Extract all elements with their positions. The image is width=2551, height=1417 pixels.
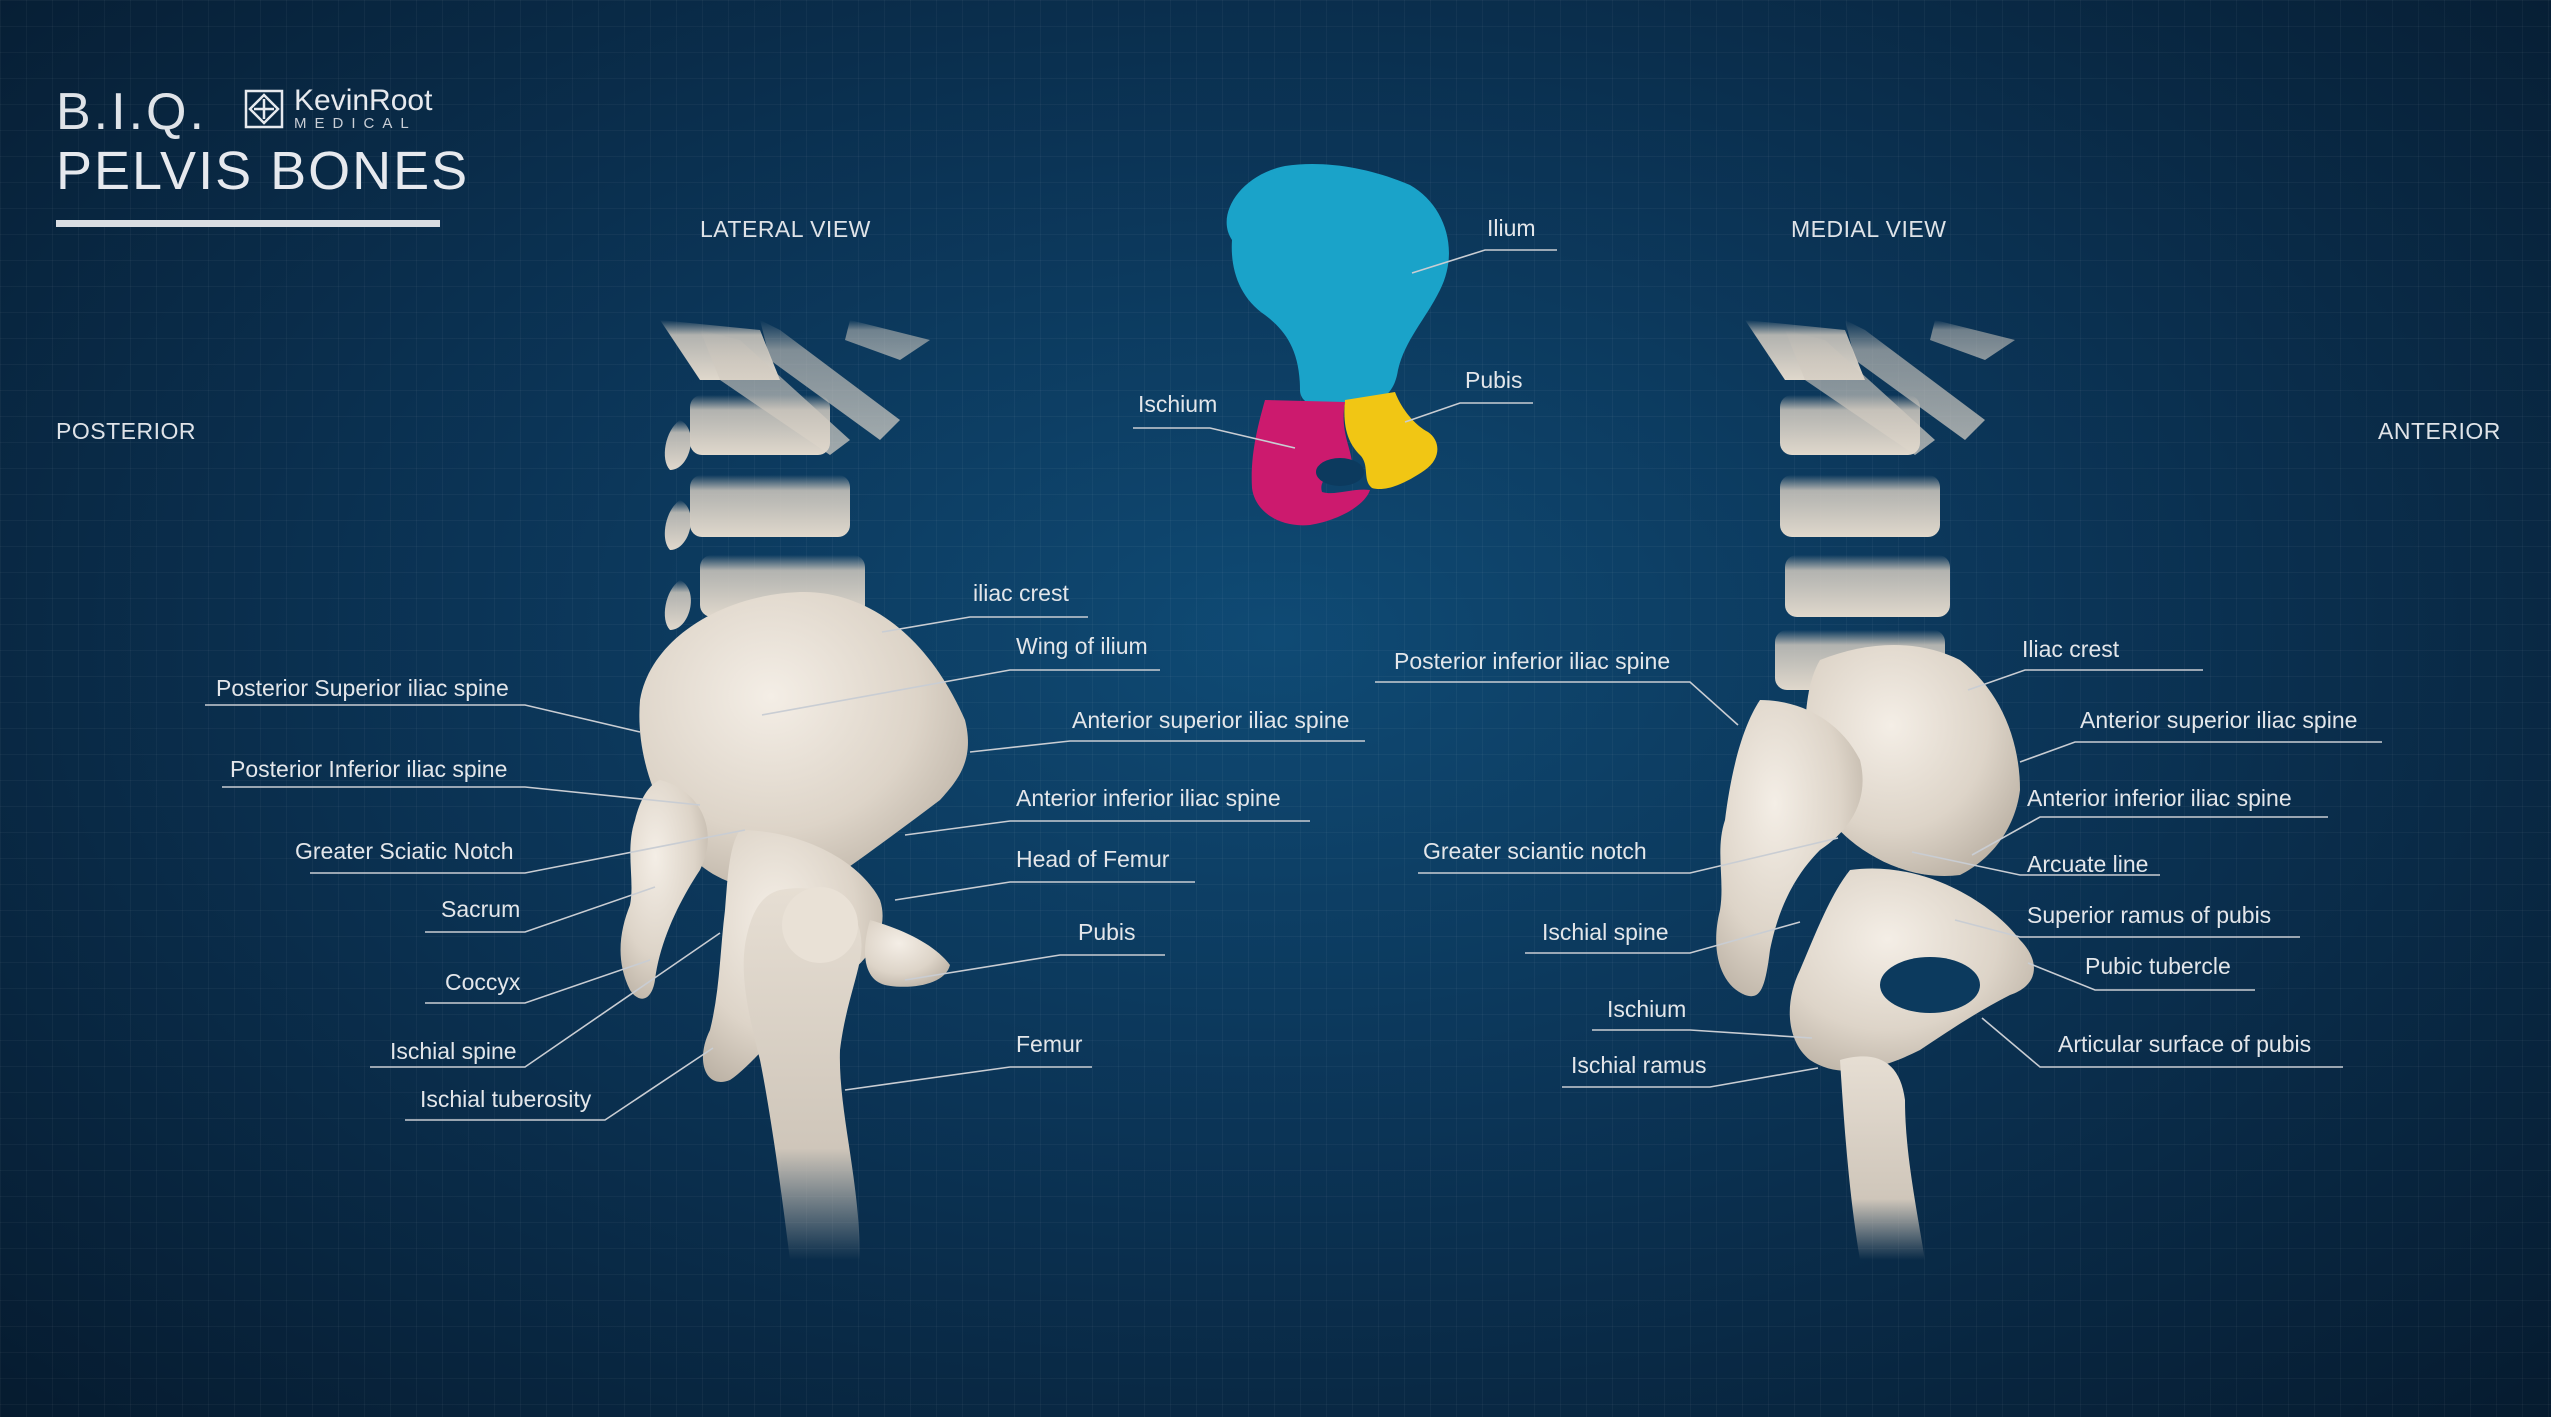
label-medial-ischial-ramus: Ischial ramus — [1571, 1052, 1707, 1078]
label-lateral-head-of-femur: Head of Femur — [1016, 846, 1170, 872]
label-lateral-asis: Anterior superior iliac spine — [1072, 707, 1350, 733]
brand-sub: MEDICAL — [294, 115, 417, 132]
label-medial-articular-surface-of-pubis: Articular surface of pubis — [2058, 1031, 2312, 1057]
lateral-sacrum — [620, 780, 708, 999]
label-medial-piis: Posterior inferior iliac spine — [1394, 648, 1671, 674]
label-lateral-coccyx: Coccyx — [445, 969, 521, 995]
brand-name: KevinRoot — [294, 84, 433, 117]
label-ilium: Ilium — [1487, 215, 1536, 241]
label-medial-iliac-crest: Iliac crest — [2022, 636, 2120, 662]
lateral-skeleton — [620, 320, 968, 1260]
lateral-femur — [743, 888, 862, 1260]
ischium-region — [1251, 400, 1370, 526]
brand: KevinRoot MEDICAL — [244, 86, 432, 132]
title-underline — [56, 220, 440, 227]
label-medial-pubic-tubercle: Pubic tubercle — [2085, 953, 2231, 979]
label-medial-aiis: Anterior inferior iliac spine — [2027, 785, 2292, 811]
medial-view-label: MEDIAL VIEW — [1791, 216, 1947, 242]
lateral-femur-head — [782, 887, 858, 963]
label-lateral-femur: Femur — [1016, 1031, 1083, 1057]
medial-sacrum — [1716, 700, 1863, 997]
posterior-label: POSTERIOR — [56, 418, 196, 444]
medial-skeleton — [1716, 320, 2034, 1260]
label-ischium-part: Ischium — [1138, 391, 1218, 417]
label-lateral-ischial-spine: Ischial spine — [390, 1038, 517, 1064]
label-medial-asis: Anterior superior iliac spine — [2080, 707, 2358, 733]
biq-title: B.I.Q. — [56, 83, 207, 141]
lateral-view-label: LATERAL VIEW — [700, 216, 871, 242]
label-lateral-sacrum: Sacrum — [441, 896, 521, 922]
label-lateral-ischial-tuberosity: Ischial tuberosity — [420, 1086, 592, 1112]
label-lateral-psis: Posterior Superior iliac spine — [216, 675, 509, 701]
label-pubis-part: Pubis — [1465, 367, 1523, 393]
label-lateral-piis: Posterior Inferior iliac spine — [230, 756, 508, 782]
lateral-ilium — [639, 591, 968, 891]
medial-obturator-foramen — [1880, 957, 1980, 1013]
medial-femur — [1840, 1056, 1925, 1260]
pubis-region — [1344, 392, 1438, 490]
label-lateral-aiis: Anterior inferior iliac spine — [1016, 785, 1281, 811]
label-medial-ischium: Ischium — [1607, 996, 1687, 1022]
medial-spine — [1745, 320, 2015, 690]
ilium-region — [1226, 164, 1449, 406]
label-lateral-iliac-crest: iliac crest — [973, 580, 1069, 606]
label-lateral-wing-of-ilium: Wing of ilium — [1016, 633, 1148, 659]
obturator-foramen — [1316, 458, 1364, 486]
label-medial-ischial-spine: Ischial spine — [1542, 919, 1669, 945]
label-medial-greater-sciatic-notch: Greater sciantic notch — [1423, 838, 1647, 864]
label-lateral-pubis: Pubis — [1078, 919, 1136, 945]
label-medial-arcuate-line: Arcuate line — [2027, 851, 2149, 877]
label-medial-superior-ramus-of-pubis: Superior ramus of pubis — [2027, 902, 2272, 928]
page-title: PELVIS BONES — [56, 141, 470, 201]
leader-lines — [205, 249, 2382, 1121]
lateral-pubis — [865, 920, 950, 987]
kevinroot-logo-icon — [244, 89, 284, 129]
label-lateral-greater-sciatic-notch: Greater Sciatic Notch — [295, 838, 514, 864]
hip-bone-colored — [1226, 164, 1449, 526]
medial-ilium — [1805, 645, 2020, 876]
lateral-spine — [660, 320, 930, 630]
anterior-label: ANTERIOR — [2378, 418, 2501, 444]
